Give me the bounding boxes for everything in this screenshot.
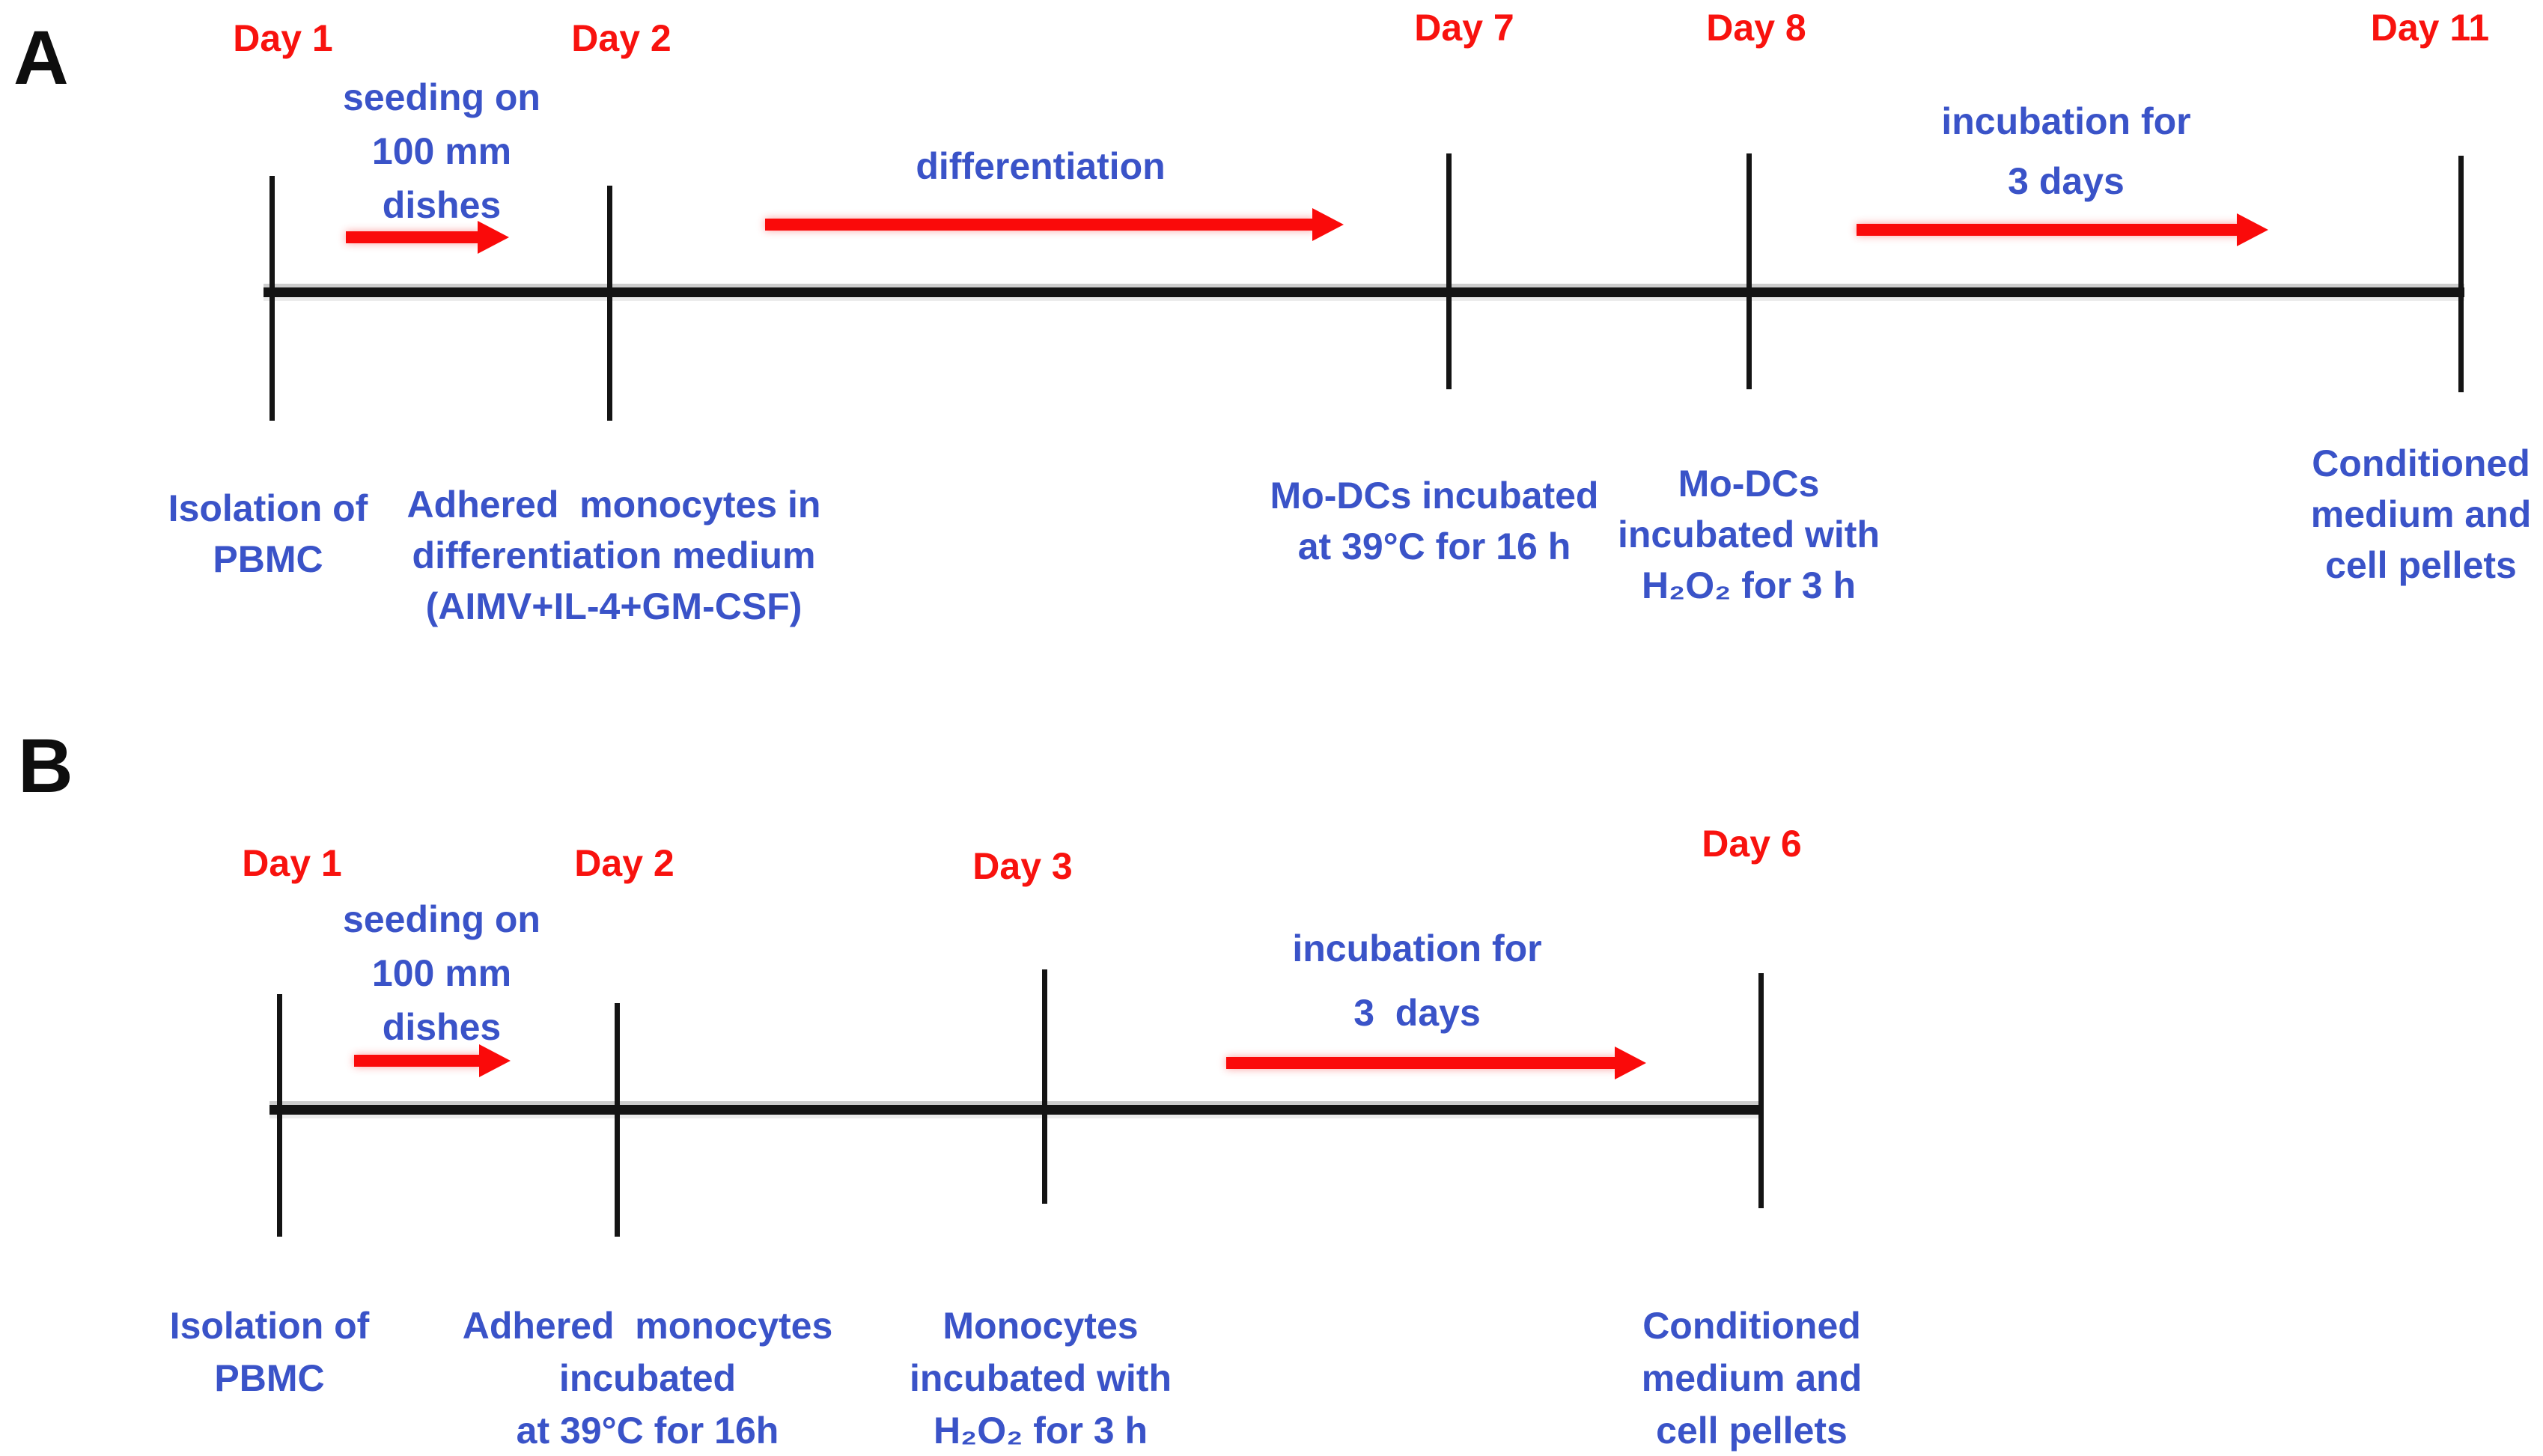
timeline-tick-a-day8 xyxy=(1746,153,1752,389)
day-label-a-day11: Day 11 xyxy=(2370,7,2490,49)
timeline-a xyxy=(264,287,2464,297)
timepoint-modcs-h2o2-a: Mo-DCs incubated with H₂O₂ for 3 h xyxy=(1618,458,1880,611)
panel-b-letter: B xyxy=(18,723,74,808)
label-line: 3 days xyxy=(2008,160,2125,202)
label-line: incubation for xyxy=(1292,927,1542,969)
timeline-tick-b-day1 xyxy=(277,994,282,1237)
label-line: differentiation xyxy=(916,145,1166,187)
label-line: PBMC xyxy=(214,1357,325,1399)
label-line: incubated xyxy=(558,1357,737,1399)
timepoint-monocytes-h2o2-b: Monocytes incubated with H₂O₂ for 3 h xyxy=(910,1300,1172,1456)
label-line: 3 days xyxy=(1353,992,1481,1034)
panel-a-letter: A xyxy=(13,15,70,100)
process-arrow-incubation-b xyxy=(1226,1047,1646,1079)
arrow-shaft xyxy=(1226,1057,1618,1069)
timeline-tick-a-day2 xyxy=(607,186,612,421)
label-line: H₂O₂ for 3 h xyxy=(933,1410,1148,1452)
timepoint-adhered-monocytes-a: Adhered monocytes in differentiation med… xyxy=(407,479,821,632)
timepoint-conditioned-medium-a: Conditioned medium and cell pellets xyxy=(2311,438,2531,591)
label-line: Adhered monocytes xyxy=(462,1305,833,1347)
process-arrow-seeding-a xyxy=(346,221,509,254)
process-arrow-seeding-b xyxy=(354,1044,511,1077)
label-line: incubated with xyxy=(910,1357,1172,1399)
timeline-tick-a-day11 xyxy=(2458,156,2464,392)
step-label-seeding-a: seeding on 100 mm dishes xyxy=(343,70,540,232)
timeline-tick-a-day7 xyxy=(1446,153,1452,389)
day-label-b-day6: Day 6 xyxy=(1702,823,1802,865)
timepoint-modcs-39c-a: Mo-DCs incubated at 39°C for 16 h xyxy=(1270,470,1599,572)
label-line: medium and xyxy=(1641,1357,1863,1399)
arrow-head-icon xyxy=(2237,213,2268,246)
step-label-incubation-b: incubation for 3 days xyxy=(1292,916,1541,1045)
arrow-shaft xyxy=(1857,224,2240,236)
day-label-b-day1: Day 1 xyxy=(242,842,342,884)
arrow-shaft xyxy=(765,219,1315,231)
label-line: medium and xyxy=(2310,493,2532,535)
label-line: Mo-DCs incubated xyxy=(1270,475,1599,517)
label-line: (AIMV+IL-4+GM-CSF) xyxy=(425,585,803,627)
label-line: 100 mm xyxy=(371,130,512,172)
timeline-tick-a-day1 xyxy=(269,176,275,421)
label-line: H₂O₂ for 3 h xyxy=(1641,564,1857,606)
step-label-incubation-a: incubation for 3 days xyxy=(1941,91,2190,211)
process-arrow-differentiation-a xyxy=(765,208,1344,241)
label-line: Mo-DCs xyxy=(1678,463,1820,505)
arrow-head-icon xyxy=(1615,1047,1646,1079)
step-label-differentiation-a: differentiation xyxy=(916,142,1165,190)
label-line: cell pellets xyxy=(2325,544,2517,586)
label-line: 100 mm xyxy=(371,952,512,994)
arrow-head-icon xyxy=(1312,208,1344,241)
day-label-a-day8: Day 8 xyxy=(1706,7,1806,49)
arrow-shaft xyxy=(346,231,481,243)
label-line: Isolation of xyxy=(168,487,368,529)
timeline-b xyxy=(269,1105,1764,1115)
step-label-seeding-b: seeding on 100 mm dishes xyxy=(343,892,540,1054)
label-line: Conditioned xyxy=(1642,1305,1861,1347)
label-line: Monocytes xyxy=(942,1305,1139,1347)
label-line: seeding on xyxy=(343,76,540,118)
label-line: incubation for xyxy=(1941,100,2191,142)
label-line: Adhered monocytes in xyxy=(406,484,821,526)
label-line: cell pellets xyxy=(1656,1410,1848,1452)
timeline-tick-b-day2 xyxy=(615,1003,620,1237)
day-label-a-day2: Day 2 xyxy=(571,17,671,59)
timeline-tick-b-day3 xyxy=(1042,969,1047,1204)
process-arrow-incubation-a xyxy=(1857,213,2268,246)
day-label-a-day1: Day 1 xyxy=(233,17,333,59)
timeline-tick-b-day6 xyxy=(1758,973,1764,1208)
label-line: Isolation of xyxy=(169,1305,370,1347)
timepoint-isolation-a: Isolation of PBMC xyxy=(168,483,368,585)
arrow-head-icon xyxy=(478,221,509,254)
arrow-shaft xyxy=(354,1055,482,1067)
label-line: dishes xyxy=(382,184,502,226)
label-line: Conditioned xyxy=(2312,442,2530,484)
arrow-head-icon xyxy=(479,1044,511,1077)
label-line: PBMC xyxy=(213,538,323,580)
day-label-b-day2: Day 2 xyxy=(574,842,674,884)
timepoint-isolation-b: Isolation of PBMC xyxy=(170,1300,370,1404)
label-line: at 39°C for 16 h xyxy=(1297,526,1571,567)
timepoint-conditioned-medium-b: Conditioned medium and cell pellets xyxy=(1642,1300,1862,1456)
label-line: dishes xyxy=(382,1006,502,1048)
day-label-a-day7: Day 7 xyxy=(1414,7,1514,49)
label-line: incubated with xyxy=(1618,514,1880,555)
label-line: differentiation medium xyxy=(412,534,816,576)
day-label-b-day3: Day 3 xyxy=(972,845,1073,887)
timepoint-adhered-monocytes-b: Adhered monocytes incubated at 39°C for … xyxy=(463,1300,833,1456)
label-line: at 39°C for 16h xyxy=(516,1410,779,1452)
label-line: seeding on xyxy=(343,898,540,940)
